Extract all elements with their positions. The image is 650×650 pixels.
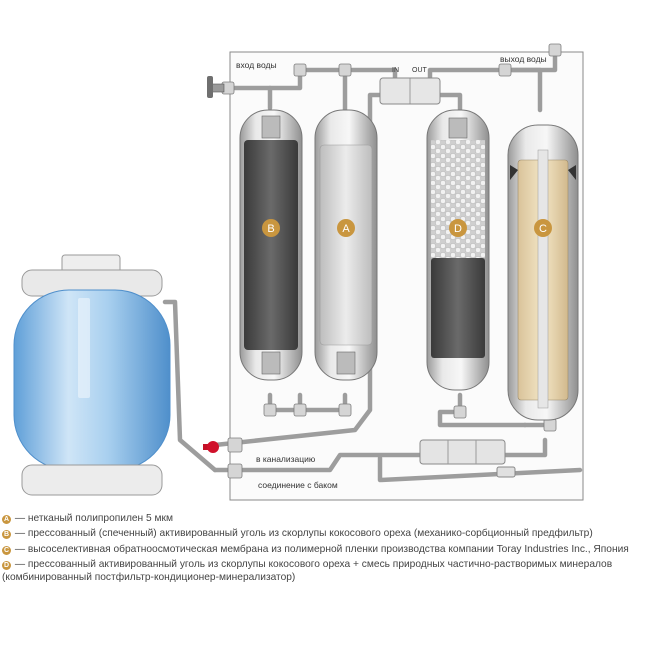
filter-housing-c xyxy=(507,124,579,421)
water-outlet-label: выход воды xyxy=(500,54,547,64)
filter-letter-a: A xyxy=(342,223,350,235)
in-out-block xyxy=(379,77,441,105)
legend-text-d: — прессованный активированный уголь из с… xyxy=(2,558,613,584)
legend: A — нетканый полипропилен 5 мкм B — прес… xyxy=(2,512,648,586)
legend-item-c: C — высоселективная обратноосмотическая … xyxy=(2,543,648,556)
check-valve-icon xyxy=(496,466,516,478)
water-inlet-label-text: вход воды xyxy=(236,60,277,70)
storage-tank xyxy=(13,254,171,496)
filter-housing-d xyxy=(426,109,490,391)
filter-marker-b: B xyxy=(262,219,280,237)
filter-letter-d: D xyxy=(454,223,462,235)
filter-letter-c: C xyxy=(539,223,547,235)
legend-item-b: B — прессованный (спеченный) активирован… xyxy=(2,527,648,540)
legend-marker-a: A xyxy=(2,515,11,524)
legend-marker-d: D xyxy=(2,560,11,570)
legend-marker-c: C xyxy=(2,545,11,555)
inlet-valve-icon xyxy=(207,76,225,98)
flow-restrictor xyxy=(419,439,506,465)
legend-item-d: D — прессованный активированный уголь из… xyxy=(2,558,648,585)
filter-housing-b xyxy=(239,109,303,381)
in-port-label: IN xyxy=(392,67,399,74)
legend-text-b: — прессованный (спеченный) активированны… xyxy=(14,528,593,540)
legend-marker-b: B xyxy=(2,530,11,540)
filter-marker-d: D xyxy=(449,219,467,237)
water-inlet-label: вход воды xyxy=(236,60,277,70)
legend-text-c: — высоселективная обратноосмотическая ме… xyxy=(14,543,629,555)
water-filter-diagram: IN OUT xyxy=(13,43,584,501)
fittings xyxy=(221,43,562,479)
drain-valve-icon xyxy=(203,441,219,453)
tank-connection-label: соединение с баком xyxy=(258,480,338,490)
out-port-label: OUT xyxy=(412,67,428,74)
drain-label: в канализацию xyxy=(256,454,316,464)
legend-item-a: A — нетканый полипропилен 5 мкм xyxy=(2,512,648,525)
filter-letter-b: B xyxy=(267,223,274,235)
filter-marker-a: A xyxy=(337,219,355,237)
legend-text-a: — нетканый полипропилен 5 мкм xyxy=(14,513,173,524)
filter-marker-c: C xyxy=(534,219,552,237)
filter-housing-a xyxy=(314,109,378,381)
